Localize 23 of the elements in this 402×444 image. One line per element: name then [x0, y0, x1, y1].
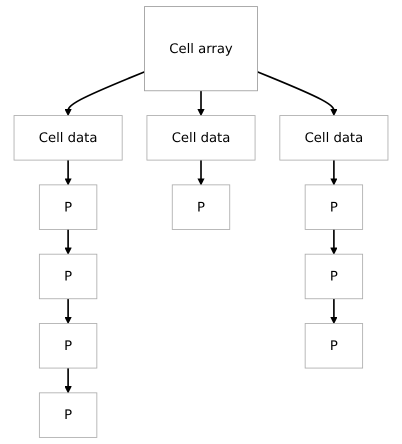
- arrow: [330, 160, 338, 186]
- arrow: [64, 298, 72, 324]
- arrow: [257, 71, 338, 116]
- node-box: P: [38, 392, 98, 438]
- arrow: [197, 90, 205, 116]
- arrow: [64, 160, 72, 186]
- node-box: P: [304, 323, 364, 368]
- arrow: [64, 368, 72, 394]
- arrow: [330, 298, 338, 324]
- node-box: P: [38, 323, 98, 368]
- node-box: Cell data: [279, 115, 388, 161]
- node-box: P: [304, 254, 364, 300]
- arrow: [64, 71, 145, 116]
- arrow: [64, 229, 72, 255]
- node-box: Cell data: [14, 115, 123, 161]
- node-box: P: [38, 184, 98, 230]
- arrow: [197, 160, 205, 186]
- node-box: Cell data: [146, 115, 256, 161]
- node-box: P: [172, 184, 230, 230]
- arrow: [330, 229, 338, 255]
- node-box: P: [304, 184, 364, 230]
- node-box: Cell array: [144, 6, 258, 92]
- node-box: P: [38, 254, 98, 300]
